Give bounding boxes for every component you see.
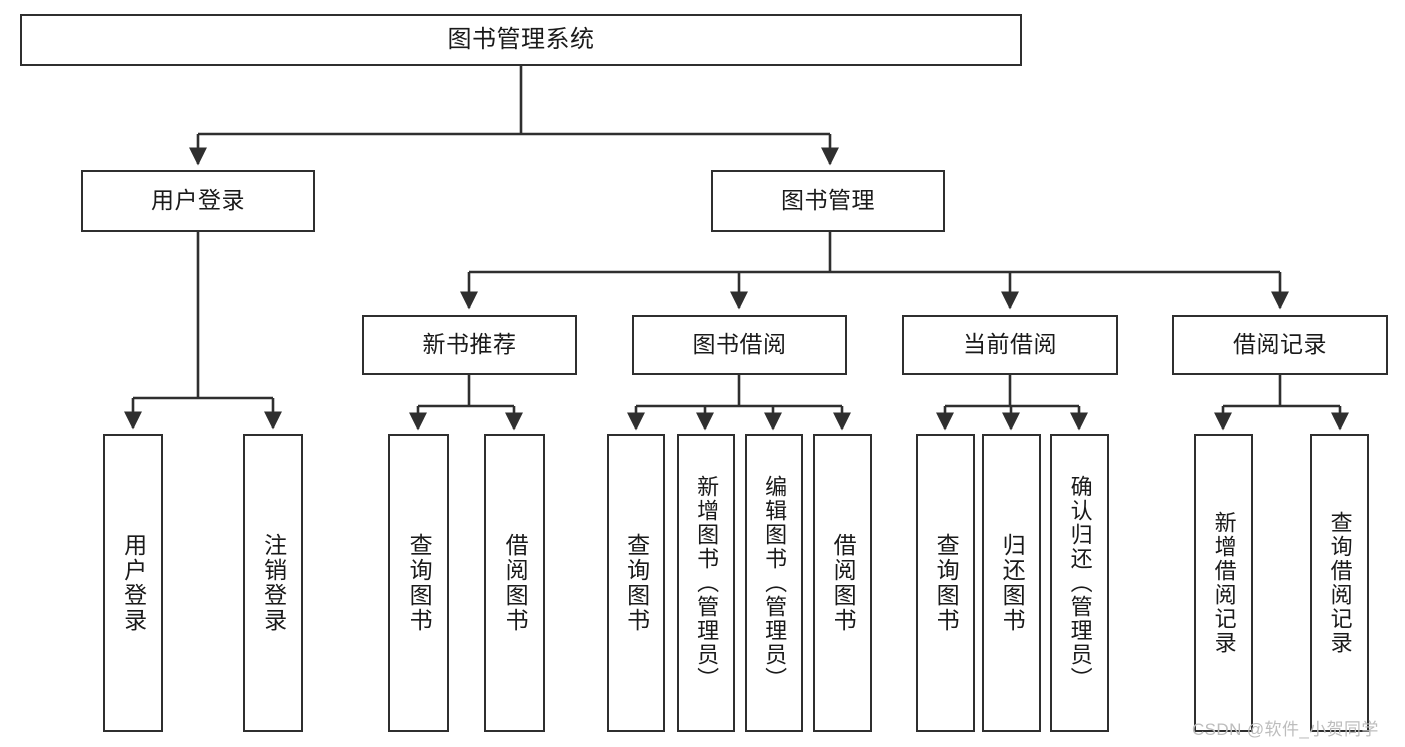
node-current-borrow[interactable]: 当前借阅 <box>902 315 1118 375</box>
node-label: 新增图书（管理员） <box>694 475 720 691</box>
node-leaf-borrow-book[interactable]: 借阅图书 <box>813 434 872 732</box>
node-leaf-query-borrow-record[interactable]: 查询借阅记录 <box>1310 434 1369 732</box>
node-book-borrow[interactable]: 图书借阅 <box>632 315 847 375</box>
node-label: 用户登录 <box>120 533 147 633</box>
node-label: 借阅记录 <box>1233 331 1327 358</box>
node-leaf-borrow-book-recommend[interactable]: 借阅图书 <box>484 434 545 732</box>
node-label: 查询借阅记录 <box>1327 511 1353 655</box>
node-label: 图书管理系统 <box>447 25 595 53</box>
node-label: 查询图书 <box>406 533 433 633</box>
node-leaf-add-borrow-record[interactable]: 新增借阅记录 <box>1194 434 1253 732</box>
node-label: 确认归还（管理员） <box>1067 475 1093 691</box>
node-label: 新增借阅记录 <box>1211 511 1237 655</box>
node-label: 图书借阅 <box>692 331 787 358</box>
node-label: 借阅图书 <box>830 533 857 633</box>
node-label: 用户登录 <box>151 187 245 214</box>
node-label: 借阅图书 <box>502 533 529 633</box>
node-borrow-record[interactable]: 借阅记录 <box>1172 315 1388 375</box>
node-label: 注销登录 <box>260 533 287 633</box>
node-label: 新书推荐 <box>422 331 517 358</box>
node-book-management[interactable]: 图书管理 <box>711 170 945 232</box>
node-root-book-management-system[interactable]: 图书管理系统 <box>20 14 1022 66</box>
node-leaf-logout[interactable]: 注销登录 <box>243 434 303 732</box>
node-leaf-edit-book-admin[interactable]: 编辑图书（管理员） <box>745 434 803 732</box>
node-leaf-confirm-return-admin[interactable]: 确认归还（管理员） <box>1050 434 1109 732</box>
node-label: 编辑图书（管理员） <box>762 475 788 691</box>
node-leaf-query-book-current[interactable]: 查询图书 <box>916 434 975 732</box>
node-leaf-return-book[interactable]: 归还图书 <box>982 434 1041 732</box>
node-user-login[interactable]: 用户登录 <box>81 170 315 232</box>
node-label: 当前借阅 <box>963 331 1057 358</box>
node-label: 查询图书 <box>933 533 960 633</box>
node-leaf-query-book-recommend[interactable]: 查询图书 <box>388 434 449 732</box>
node-leaf-user-login[interactable]: 用户登录 <box>103 434 163 732</box>
node-label: 图书管理 <box>781 187 875 214</box>
node-label: 归还图书 <box>999 533 1026 633</box>
node-new-book-recommend[interactable]: 新书推荐 <box>362 315 577 375</box>
node-leaf-query-book-borrow[interactable]: 查询图书 <box>607 434 665 732</box>
node-leaf-add-book-admin[interactable]: 新增图书（管理员） <box>677 434 735 732</box>
node-label: 查询图书 <box>623 533 650 633</box>
watermark: CSDN @软件_小贺同学 <box>1192 720 1379 739</box>
